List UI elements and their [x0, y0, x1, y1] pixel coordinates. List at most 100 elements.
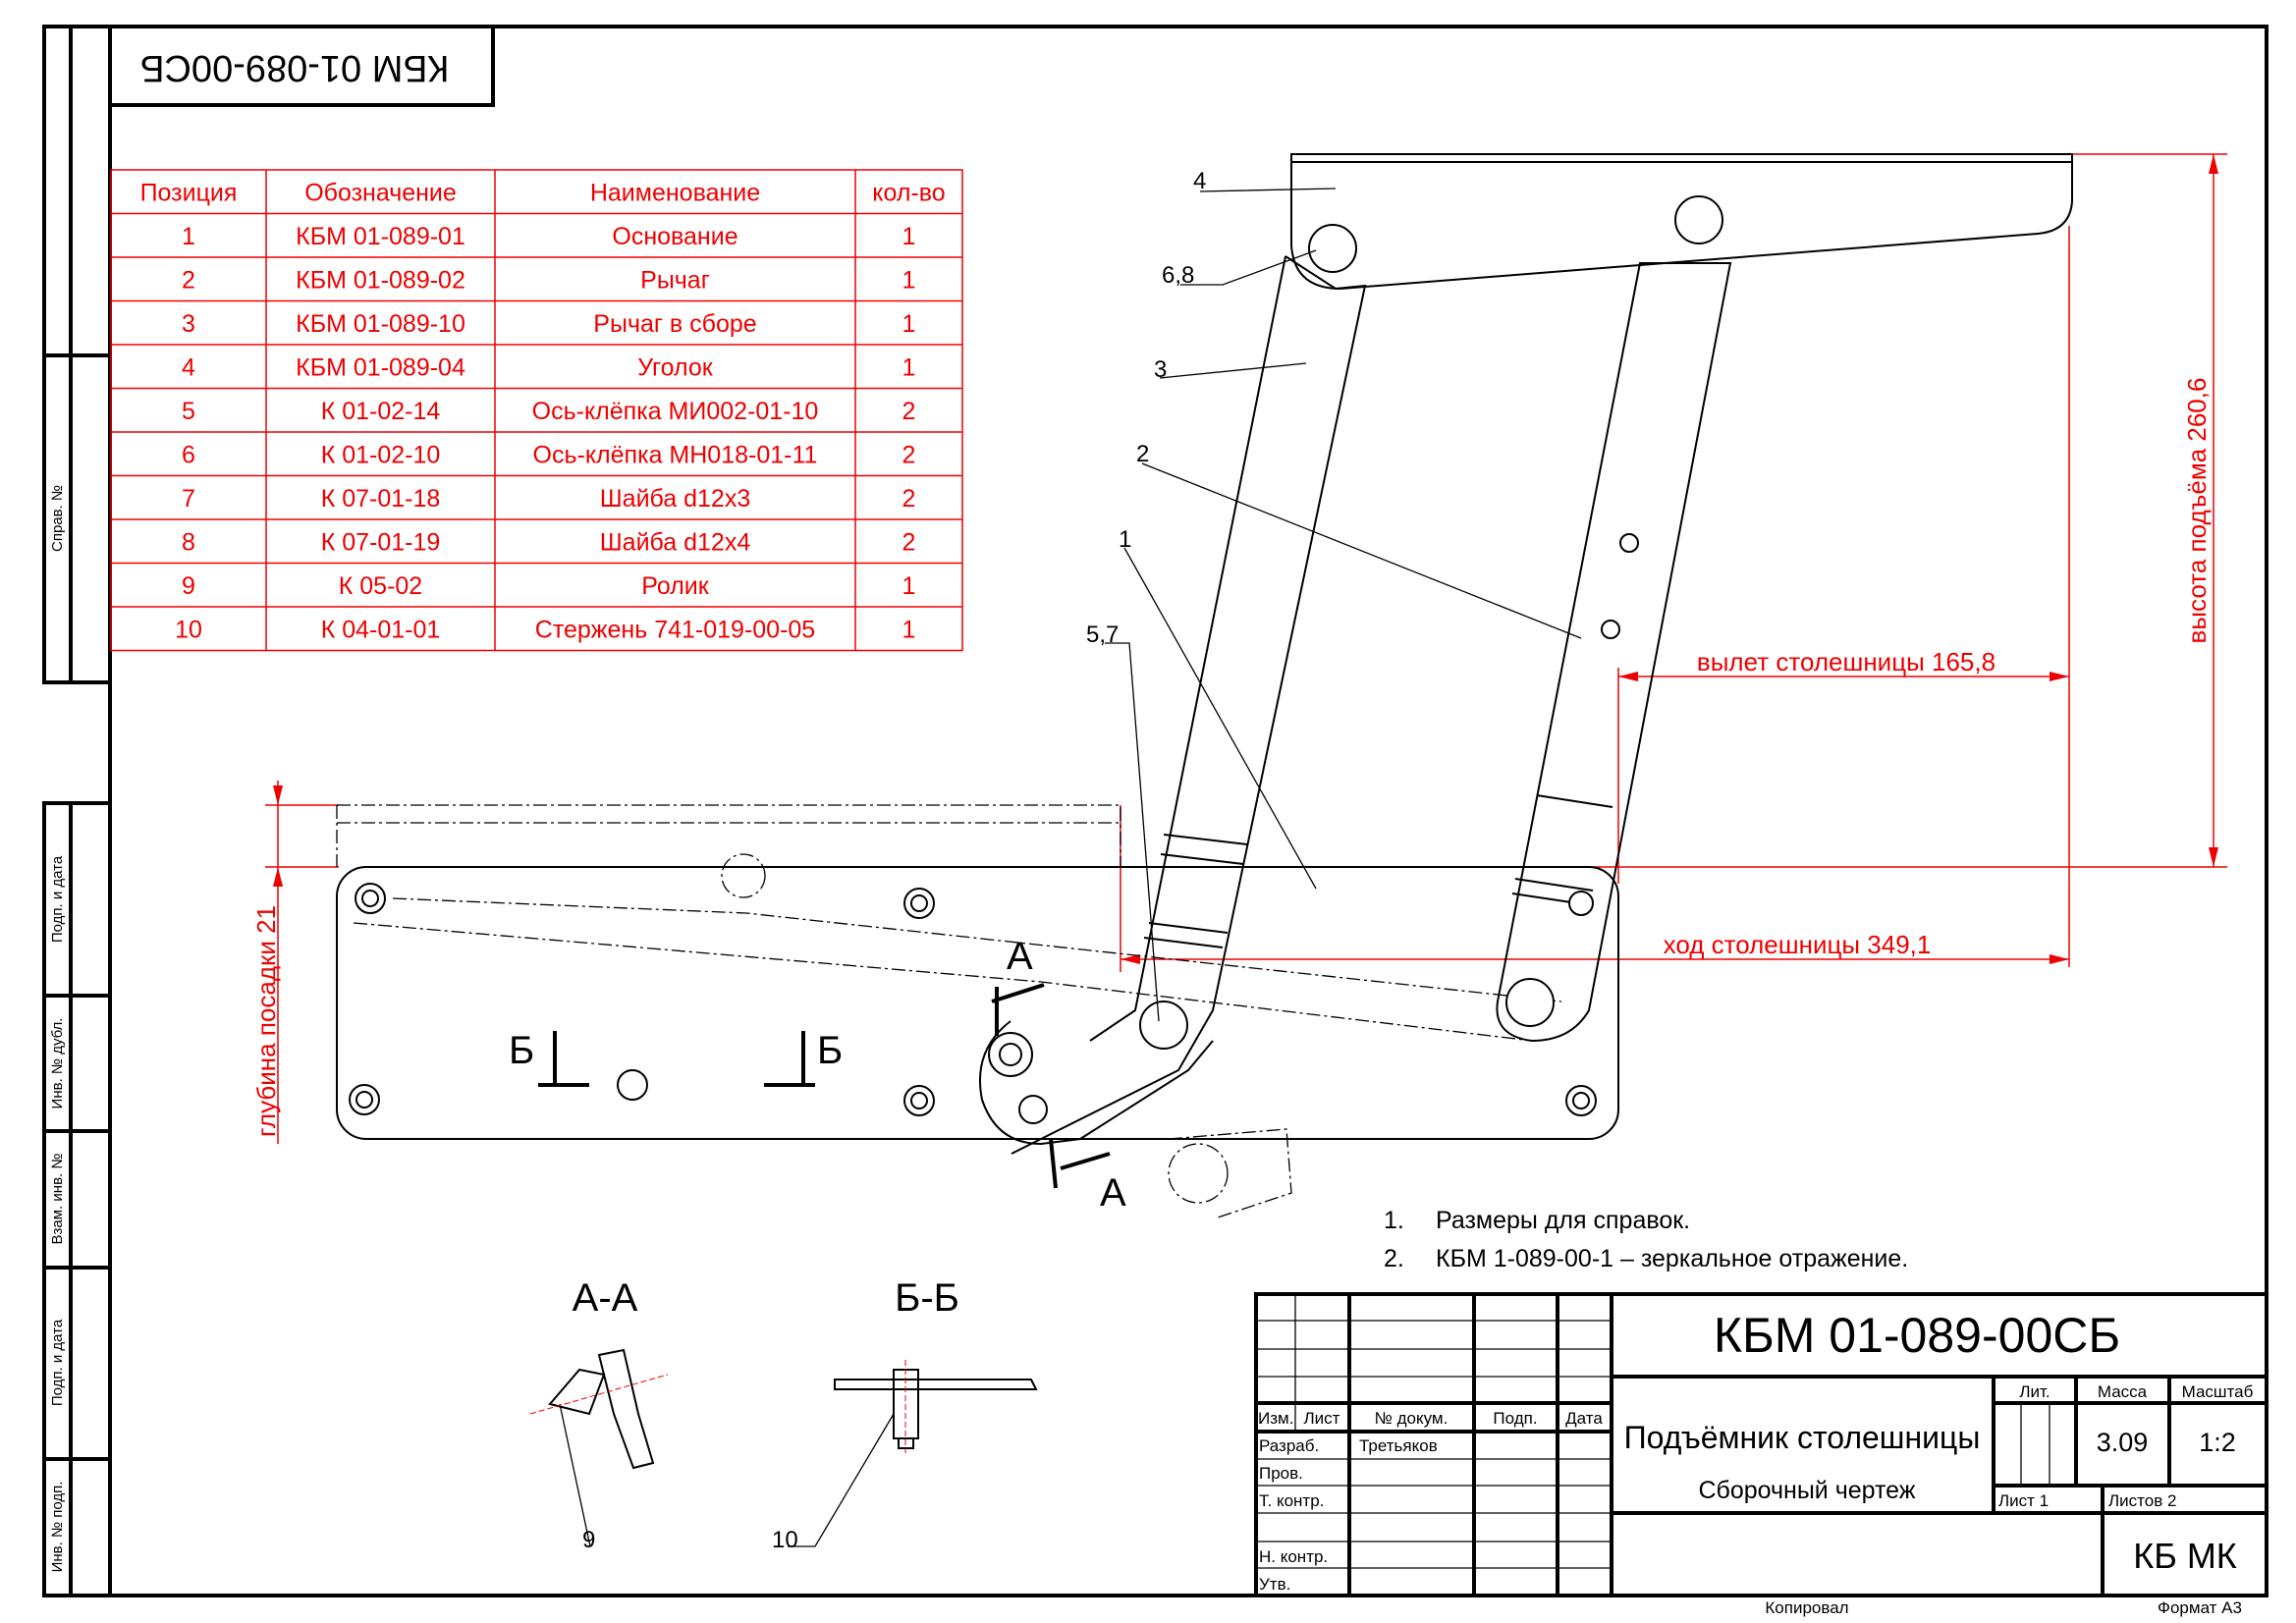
mirrored-stamp-text: КБМ 01-089-00СБ	[140, 47, 450, 88]
table-cell: 1	[902, 572, 916, 600]
table-cell: Стержень 741-019-00-05	[535, 616, 815, 643]
leader-6-8: 6,8	[1162, 262, 1194, 289]
table-cell: 2	[902, 485, 916, 513]
table-cell: К 07-01-18	[321, 485, 441, 513]
table-cell: Уголок	[637, 353, 713, 381]
tb-format: Формат А3	[2158, 1598, 2242, 1617]
tb-mass-label: Масса	[2098, 1382, 2148, 1401]
dimension-lines: высота подъёма 260,6 вылет столешницы 16…	[251, 153, 2227, 1144]
tb-header-sign: Подп.	[1493, 1409, 1537, 1428]
table-cell: К 01-02-10	[321, 441, 441, 468]
table-cell: К 01-02-14	[321, 398, 441, 425]
table-cell: 8	[182, 528, 195, 556]
tb-sheets: Листов 2	[2108, 1491, 2176, 1510]
note-number: 2.	[1384, 1245, 1404, 1272]
strip-label: Подп. и дата	[49, 1319, 66, 1406]
mirrored-designation-stamp: КБМ 01-089-00СБ	[108, 25, 495, 107]
table-cell: 3	[182, 310, 195, 338]
table-cell: К 04-01-01	[321, 616, 441, 643]
table-cell: 1	[902, 310, 916, 338]
tb-role-dev: Разраб.	[1259, 1436, 1319, 1455]
table-cell: КБМ 01-089-01	[296, 223, 465, 250]
table-cell: 1	[902, 353, 916, 381]
table-cell: 7	[182, 485, 195, 513]
table-header: Обозначение	[304, 179, 457, 206]
section-title-aa: А-А	[573, 1276, 638, 1320]
sheet-frame	[42, 25, 2269, 1597]
tb-copied: Копировал	[1765, 1598, 1848, 1617]
section-mark-a: А	[1007, 935, 1033, 978]
note-text: КБМ 1-089-00-1 – зеркальное отражение.	[1436, 1245, 1908, 1272]
depth-dimension: глубина посадки 21	[251, 905, 281, 1137]
section-marks: А А Б Б А-А Б-Б	[509, 935, 1126, 1320]
tb-lit-label: Лит.	[2019, 1382, 2050, 1401]
note-text: Размеры для справок.	[1436, 1207, 1690, 1234]
section-title-bb: Б-Б	[895, 1276, 959, 1320]
table-cell: 2	[902, 398, 916, 425]
leader-3: 3	[1154, 356, 1167, 383]
tb-doc-type: Сборочный чертеж	[1698, 1477, 1915, 1504]
table-cell: КБМ 01-089-04	[296, 353, 465, 381]
table-cell: Шайба d12x3	[600, 485, 751, 513]
strip-label: Инв. № подп.	[49, 1482, 66, 1573]
table-cell: Ось-клёпка МИ002-01-10	[532, 398, 819, 425]
tb-header-date: Дата	[1565, 1409, 1603, 1428]
pivot-holes	[349, 195, 1723, 1116]
travel-dimension: ход столешницы 349,1	[1664, 930, 1932, 959]
section-mark-a: А	[1100, 1171, 1126, 1215]
leader-9: 9	[582, 1527, 595, 1553]
notes: 1. Размеры для справок. 2. КБМ 1-089-00-…	[1384, 1207, 1908, 1272]
table-cell: Рычаг	[640, 266, 710, 294]
mechanism-drawing: 4 6,8 3 2 1 5,7 9 10 А А Б Б А-А Б-Б	[336, 153, 2073, 1553]
section-view-bb	[834, 1360, 1038, 1453]
table-cell: 5	[182, 398, 195, 425]
leader-10: 10	[772, 1527, 798, 1553]
tb-header-doc: № докум.	[1375, 1409, 1449, 1428]
table-header: кол-во	[872, 179, 945, 206]
tb-role-ncontrol: Н. контр.	[1259, 1547, 1328, 1566]
table-header: Позиция	[140, 179, 238, 206]
table-cell: Шайба d12x4	[600, 528, 751, 556]
lever-assembly	[1011, 255, 1367, 1155]
table-cell: 1	[902, 223, 916, 250]
side-strip-labels: Справ. № Подп. и дата Инв. № дубл. Взам.…	[49, 485, 66, 1572]
table-cell: 4	[182, 353, 195, 381]
tb-name: Подъёмник столешницы	[1624, 1420, 1981, 1455]
position-leaders: 4 6,8 3 2 1 5,7 9 10	[559, 168, 1582, 1553]
table-cell: КБМ 01-089-02	[296, 266, 465, 294]
lever	[1496, 262, 1732, 1043]
table-cell: 1	[902, 266, 916, 294]
table-cell: 10	[175, 616, 202, 643]
leader-4: 4	[1193, 168, 1206, 194]
table-header: Наименование	[590, 179, 760, 206]
tb-mass: 3.09	[2097, 1428, 2149, 1457]
table-cell: 1	[182, 223, 195, 250]
table-cell: К 07-01-19	[321, 528, 441, 556]
table-cell: 2	[902, 441, 916, 468]
title-block: Изм. Лист № докум. Подп. Дата Разраб. Тр…	[1254, 1292, 2269, 1617]
table-cell: КБМ 01-089-10	[296, 310, 465, 338]
tb-header-izm: Изм.	[1258, 1409, 1293, 1428]
tb-org: КБ МК	[2133, 1536, 2237, 1576]
tb-role-approve: Утв.	[1259, 1575, 1290, 1594]
lift-height-dimension: высота подъёма 260,6	[2182, 378, 2212, 644]
strip-label: Взам. инв. №	[49, 1154, 66, 1245]
table-cell: 9	[182, 572, 195, 600]
tb-header-list: Лист	[1304, 1409, 1340, 1428]
strip-label: Инв. № дубл.	[49, 1018, 66, 1109]
table-cell: 2	[902, 528, 916, 556]
table-cell: 6	[182, 441, 195, 468]
table-cell: Основание	[612, 223, 738, 250]
strip-label: Подп. и дата	[49, 855, 66, 943]
tb-role-check: Пров.	[1259, 1464, 1303, 1483]
section-mark-b: Б	[817, 1029, 843, 1072]
table-cell: Рычаг в сборе	[593, 310, 756, 338]
leader-2: 2	[1136, 441, 1149, 467]
table-cell: Ось-клёпка МН018-01-11	[533, 441, 818, 468]
leader-1: 1	[1119, 526, 1131, 553]
overhang-dimension: вылет столешницы 165,8	[1697, 647, 1995, 676]
tb-sheet: Лист 1	[1998, 1491, 2049, 1510]
tb-scale: 1:2	[2199, 1428, 2236, 1457]
